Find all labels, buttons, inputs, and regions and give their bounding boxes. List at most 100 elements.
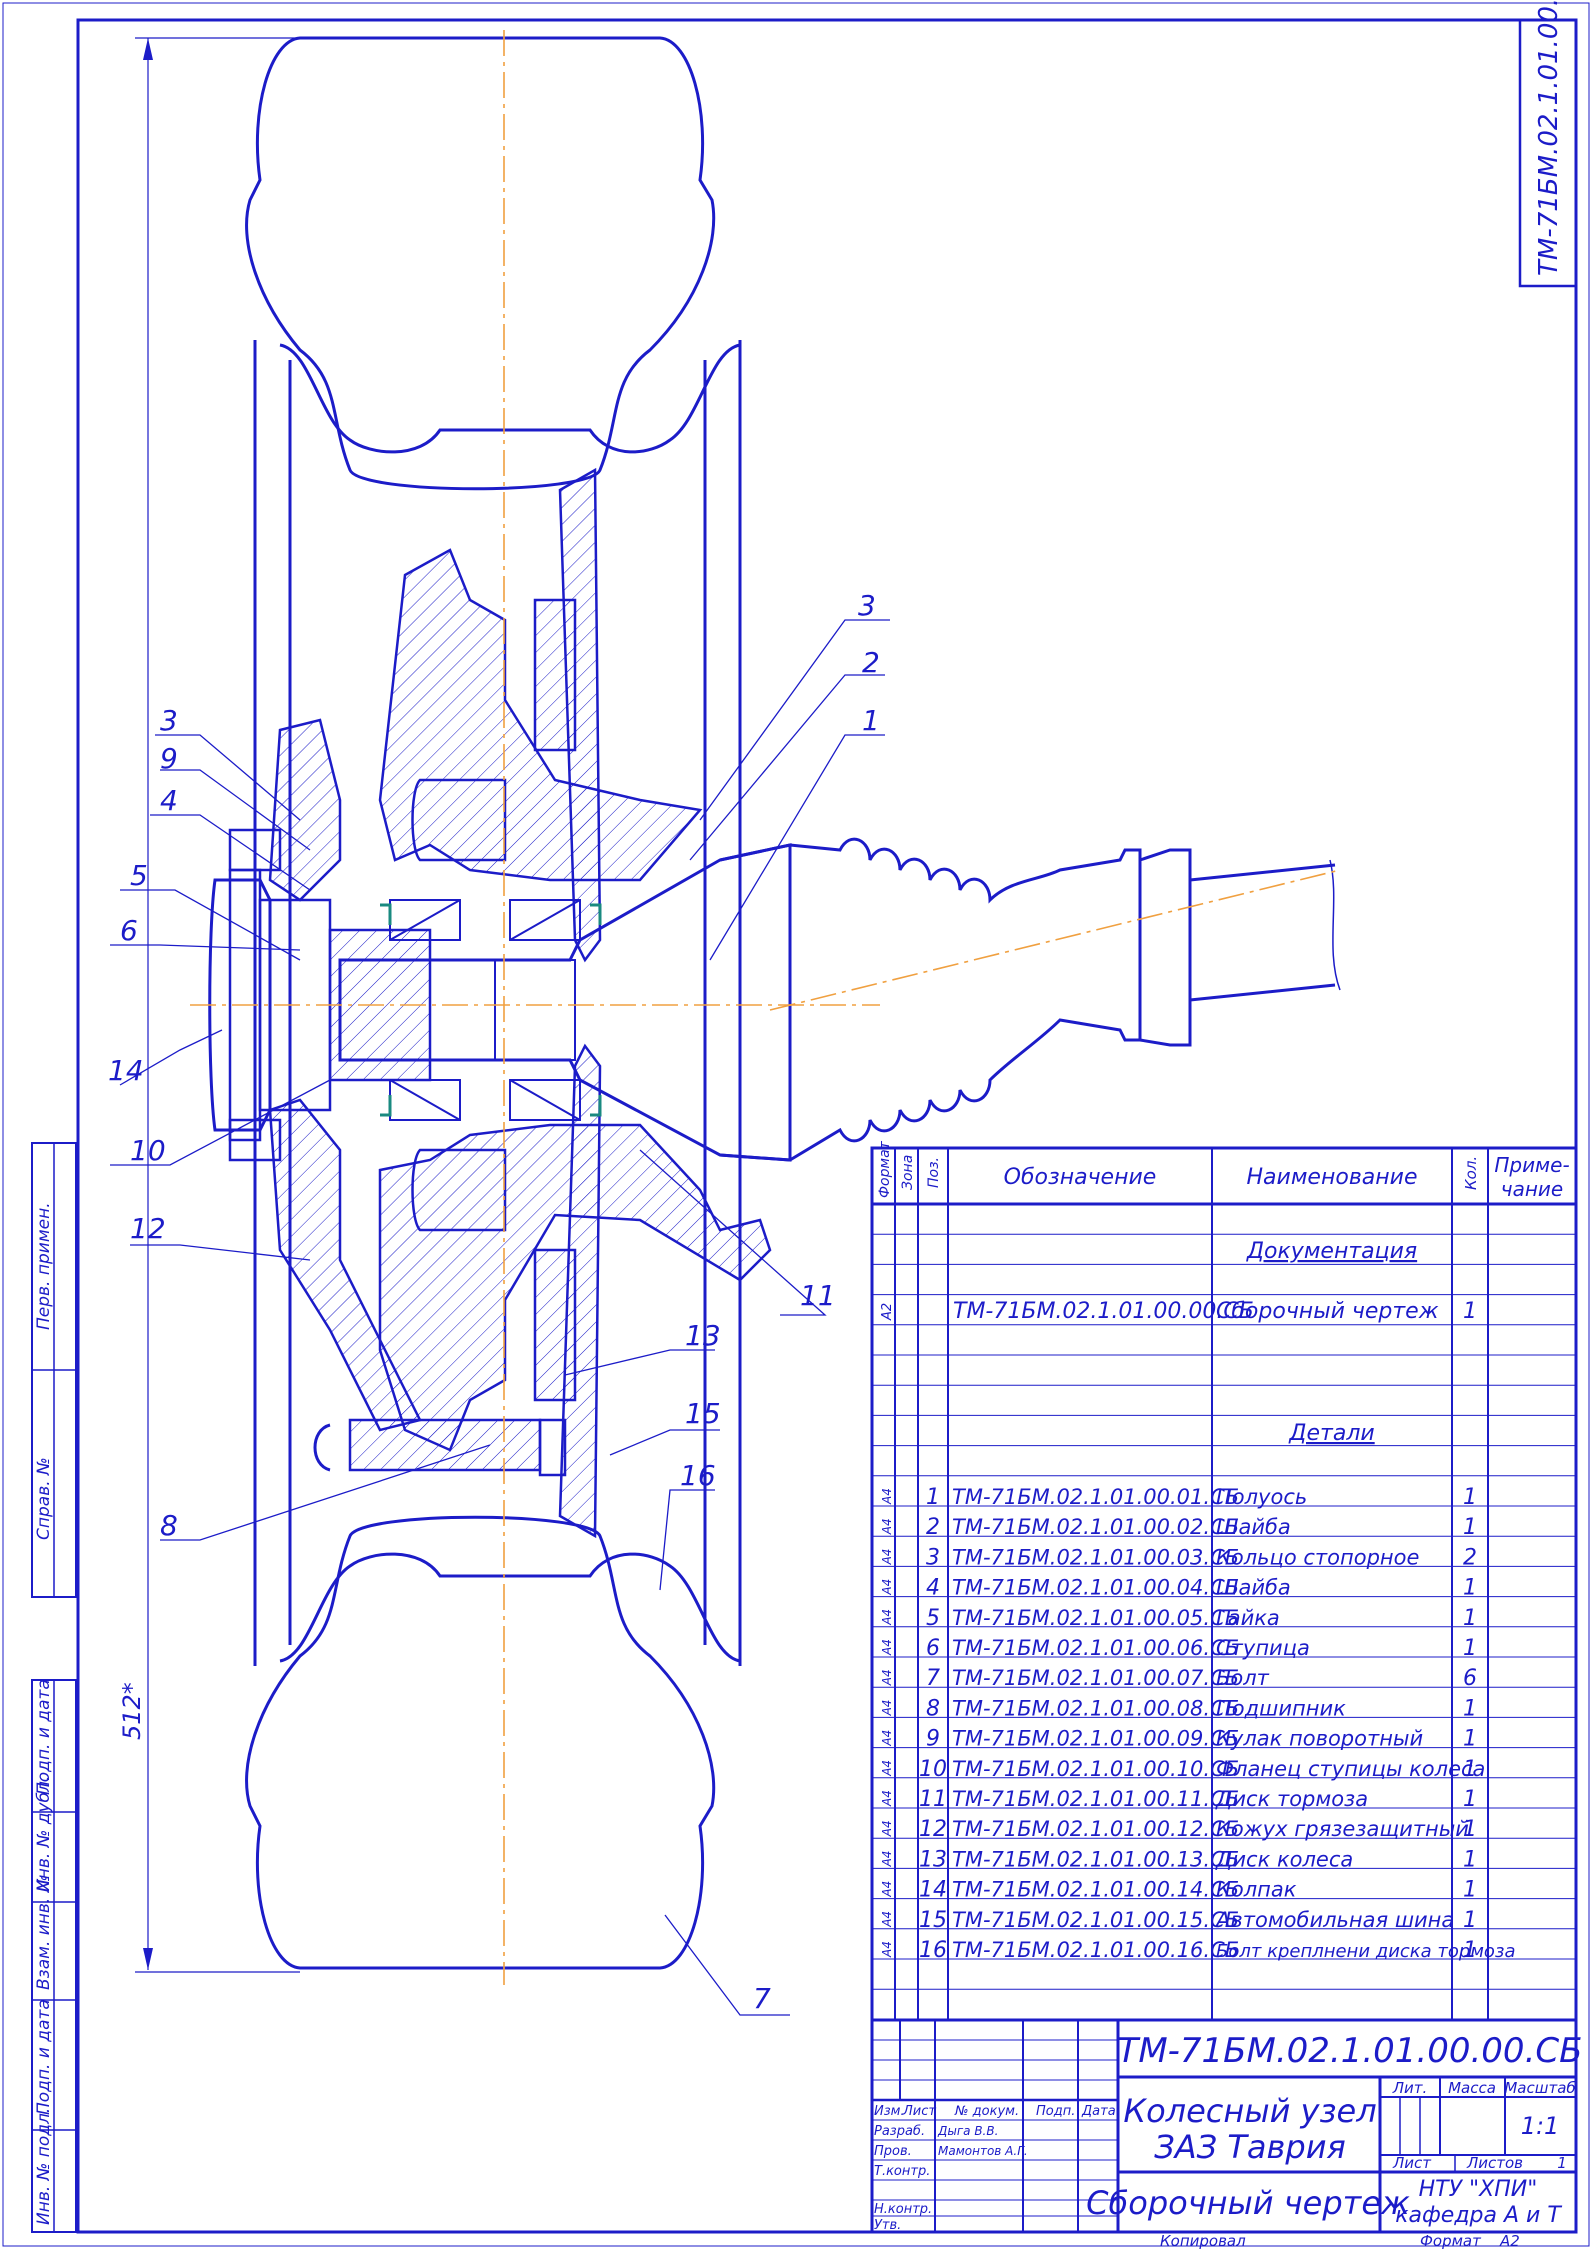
header-pos: Поз.: [926, 1157, 942, 1188]
cv-boot: [719, 837, 1142, 1162]
spec-row-qty: 1: [1463, 1787, 1477, 1812]
spec-row-qty: 1: [1463, 1847, 1477, 1872]
spec-row-format: А4: [880, 1639, 894, 1656]
spec-row-format: А4: [880, 1881, 894, 1898]
spec-row-format: А4: [880, 1820, 894, 1837]
drive-shaft: [1189, 863, 1336, 1002]
rotated-code-text: ТМ-71БМ.02.1.01.00.00.СБ: [1534, 0, 1564, 276]
spec-row-format: А4: [880, 1700, 894, 1717]
spec-row-format: А4: [880, 1941, 894, 1958]
role-utv: Утв.: [874, 2218, 901, 2233]
callout-16: 8: [160, 1509, 178, 1542]
drawing-frame: [76, 18, 1578, 2234]
header-note-1: Приме-: [1494, 1153, 1569, 1177]
spec-row-designation: ТМ-71БМ.02.1.01.00.14.СБ: [952, 1878, 1239, 1902]
spec-row-pos: 10: [919, 1757, 947, 1782]
spec-row-qty: 1: [1463, 1636, 1477, 1661]
org-line-1: НТУ "ХПИ": [1419, 2177, 1538, 2202]
spec-row-format: А4: [880, 1609, 894, 1626]
tire-bottom: [245, 1515, 716, 1970]
role-nkontr: Н.контр.: [874, 2202, 932, 2217]
spec-row-format: А4: [880, 1911, 894, 1928]
spec-row-designation: ТМ-71БМ.02.1.01.00.08.СБ: [952, 1696, 1239, 1720]
name-prov: Мамонтов А.Г.: [938, 2144, 1028, 2158]
label-format: Формат: [1420, 2232, 1482, 2249]
header-qty: Кол.: [1462, 1156, 1480, 1190]
spec-row-pos: 1: [926, 1485, 940, 1510]
spec-row-qty: 1: [1463, 1485, 1477, 1510]
spec-row-name: Диск тормоза: [1215, 1787, 1368, 1811]
spec-row-name: Подшипник: [1216, 1696, 1346, 1720]
spec-row-name: Ступица: [1216, 1636, 1310, 1660]
spec-row-pos: 4: [926, 1576, 940, 1601]
spec-row-designation: ТМ-71БМ.02.1.01.00.13.СБ: [952, 1847, 1239, 1871]
callout-10: 12: [130, 1212, 166, 1245]
strip-label-inv-podl: Инв. № подл.: [34, 2108, 54, 2225]
spec-row-format: А4: [880, 1760, 894, 1777]
header-name: Наименование: [1247, 1165, 1418, 1190]
spec-row-name: Кожух грязезащитный: [1216, 1817, 1469, 1841]
spec-row-pos: 7: [926, 1666, 940, 1691]
doc-row-name: Сборочный чертеж: [1216, 1299, 1439, 1324]
callout-7: 9: [160, 742, 178, 775]
spec-row-pos: 2: [926, 1515, 940, 1540]
spec-row-pos: 12: [919, 1817, 947, 1842]
spec-row-qty: 6: [1463, 1666, 1477, 1691]
callout-13: 16: [680, 1459, 716, 1492]
callout-1: 1: [862, 704, 880, 737]
spec-row-designation: ТМ-71БМ.02.1.01.00.11.СБ: [952, 1787, 1239, 1811]
spec-row-qty: 1: [1463, 1908, 1477, 1933]
callout-6: 6: [120, 914, 138, 947]
spec-row-name: Болт креплнени диска тормоза: [1216, 1941, 1516, 1962]
label-mass: Масса: [1448, 2079, 1496, 2097]
spec-row-qty: 1: [1463, 1878, 1477, 1903]
label-scale: Масштаб: [1504, 2079, 1575, 2097]
title-line-1: Колесный узел: [1123, 2092, 1376, 2130]
wheel-assembly-section: 512*: [118, 30, 1341, 1985]
doc-row-designation: ТМ-71БМ.02.1.01.00.00.СБ: [953, 1299, 1254, 1324]
spec-row-pos: 16: [919, 1938, 947, 1963]
spec-row-designation: ТМ-71БМ.02.1.01.00.15.СБ: [952, 1908, 1239, 1932]
spec-row-qty: 1: [1463, 1938, 1477, 1963]
callout-5: 5: [130, 859, 148, 892]
callout-14: 14: [108, 1054, 144, 1087]
title-code: ТМ-71БМ.02.1.01.00.00.СБ: [1118, 2031, 1583, 2071]
callout-leaders: [110, 619, 890, 2016]
spec-row-qty: 1: [1463, 1757, 1477, 1782]
value-sheets: 1: [1557, 2154, 1567, 2172]
header-designation: Обозначение: [1004, 1165, 1157, 1190]
spec-row-format: А4: [880, 1549, 894, 1566]
title-block: ТМ-71БМ.02.1.01.00.00.СБ Колесный узел З…: [870, 2018, 1583, 2249]
spec-row-qty: 1: [1463, 1817, 1477, 1842]
col-date: Дата: [1081, 2104, 1116, 2119]
rim-top: [279, 343, 741, 454]
spec-row-pos: 14: [919, 1878, 947, 1903]
strip-label-vzam-inv: Взам. инв. №: [34, 1875, 54, 1990]
left-stamp-strip: Перв. примен. Справ. № Подп. и дата Инв.…: [31, 1142, 77, 2233]
spec-row-format: А4: [880, 1579, 894, 1596]
section-documentation: Документация: [1246, 1239, 1417, 1264]
spec-row-format: А4: [880, 1790, 894, 1807]
org-line-2: кафедра А и Т: [1395, 2203, 1562, 2228]
spec-row-qty: 2: [1463, 1545, 1477, 1570]
strip-label-inv-dubl: Инв. № дубл.: [34, 1776, 54, 1892]
spec-row-format: А4: [880, 1851, 894, 1868]
doc-row-format: А2: [880, 1303, 895, 1321]
spec-row-designation: ТМ-71БМ.02.1.01.00.10.СБ: [952, 1757, 1239, 1781]
role-tkontr: Т.контр.: [874, 2164, 930, 2179]
spec-row-name: Шайба: [1216, 1515, 1291, 1539]
section-parts: Детали: [1288, 1421, 1374, 1446]
spec-row-name: Автомобильная шина: [1214, 1908, 1454, 1932]
spec-row-qty: 1: [1463, 1727, 1477, 1752]
col-list: Лист: [902, 2104, 936, 2119]
spec-row-name: Кулак поворотный: [1216, 1727, 1423, 1751]
callout-3-left: 3: [160, 704, 178, 737]
spec-row-name: Полуось: [1216, 1485, 1307, 1509]
hub-cap: [208, 878, 272, 1132]
role-razrab: Разраб.: [874, 2124, 925, 2139]
spec-row-pos: 13: [919, 1847, 947, 1872]
spec-row-designation: ТМ-71БМ.02.1.01.00.09.СБ: [952, 1727, 1239, 1751]
dimension-512: 512*: [118, 1682, 146, 1740]
spec-row-designation: ТМ-71БМ.02.1.01.00.07.СБ: [952, 1666, 1239, 1690]
spec-row-format: А4: [880, 1730, 894, 1747]
